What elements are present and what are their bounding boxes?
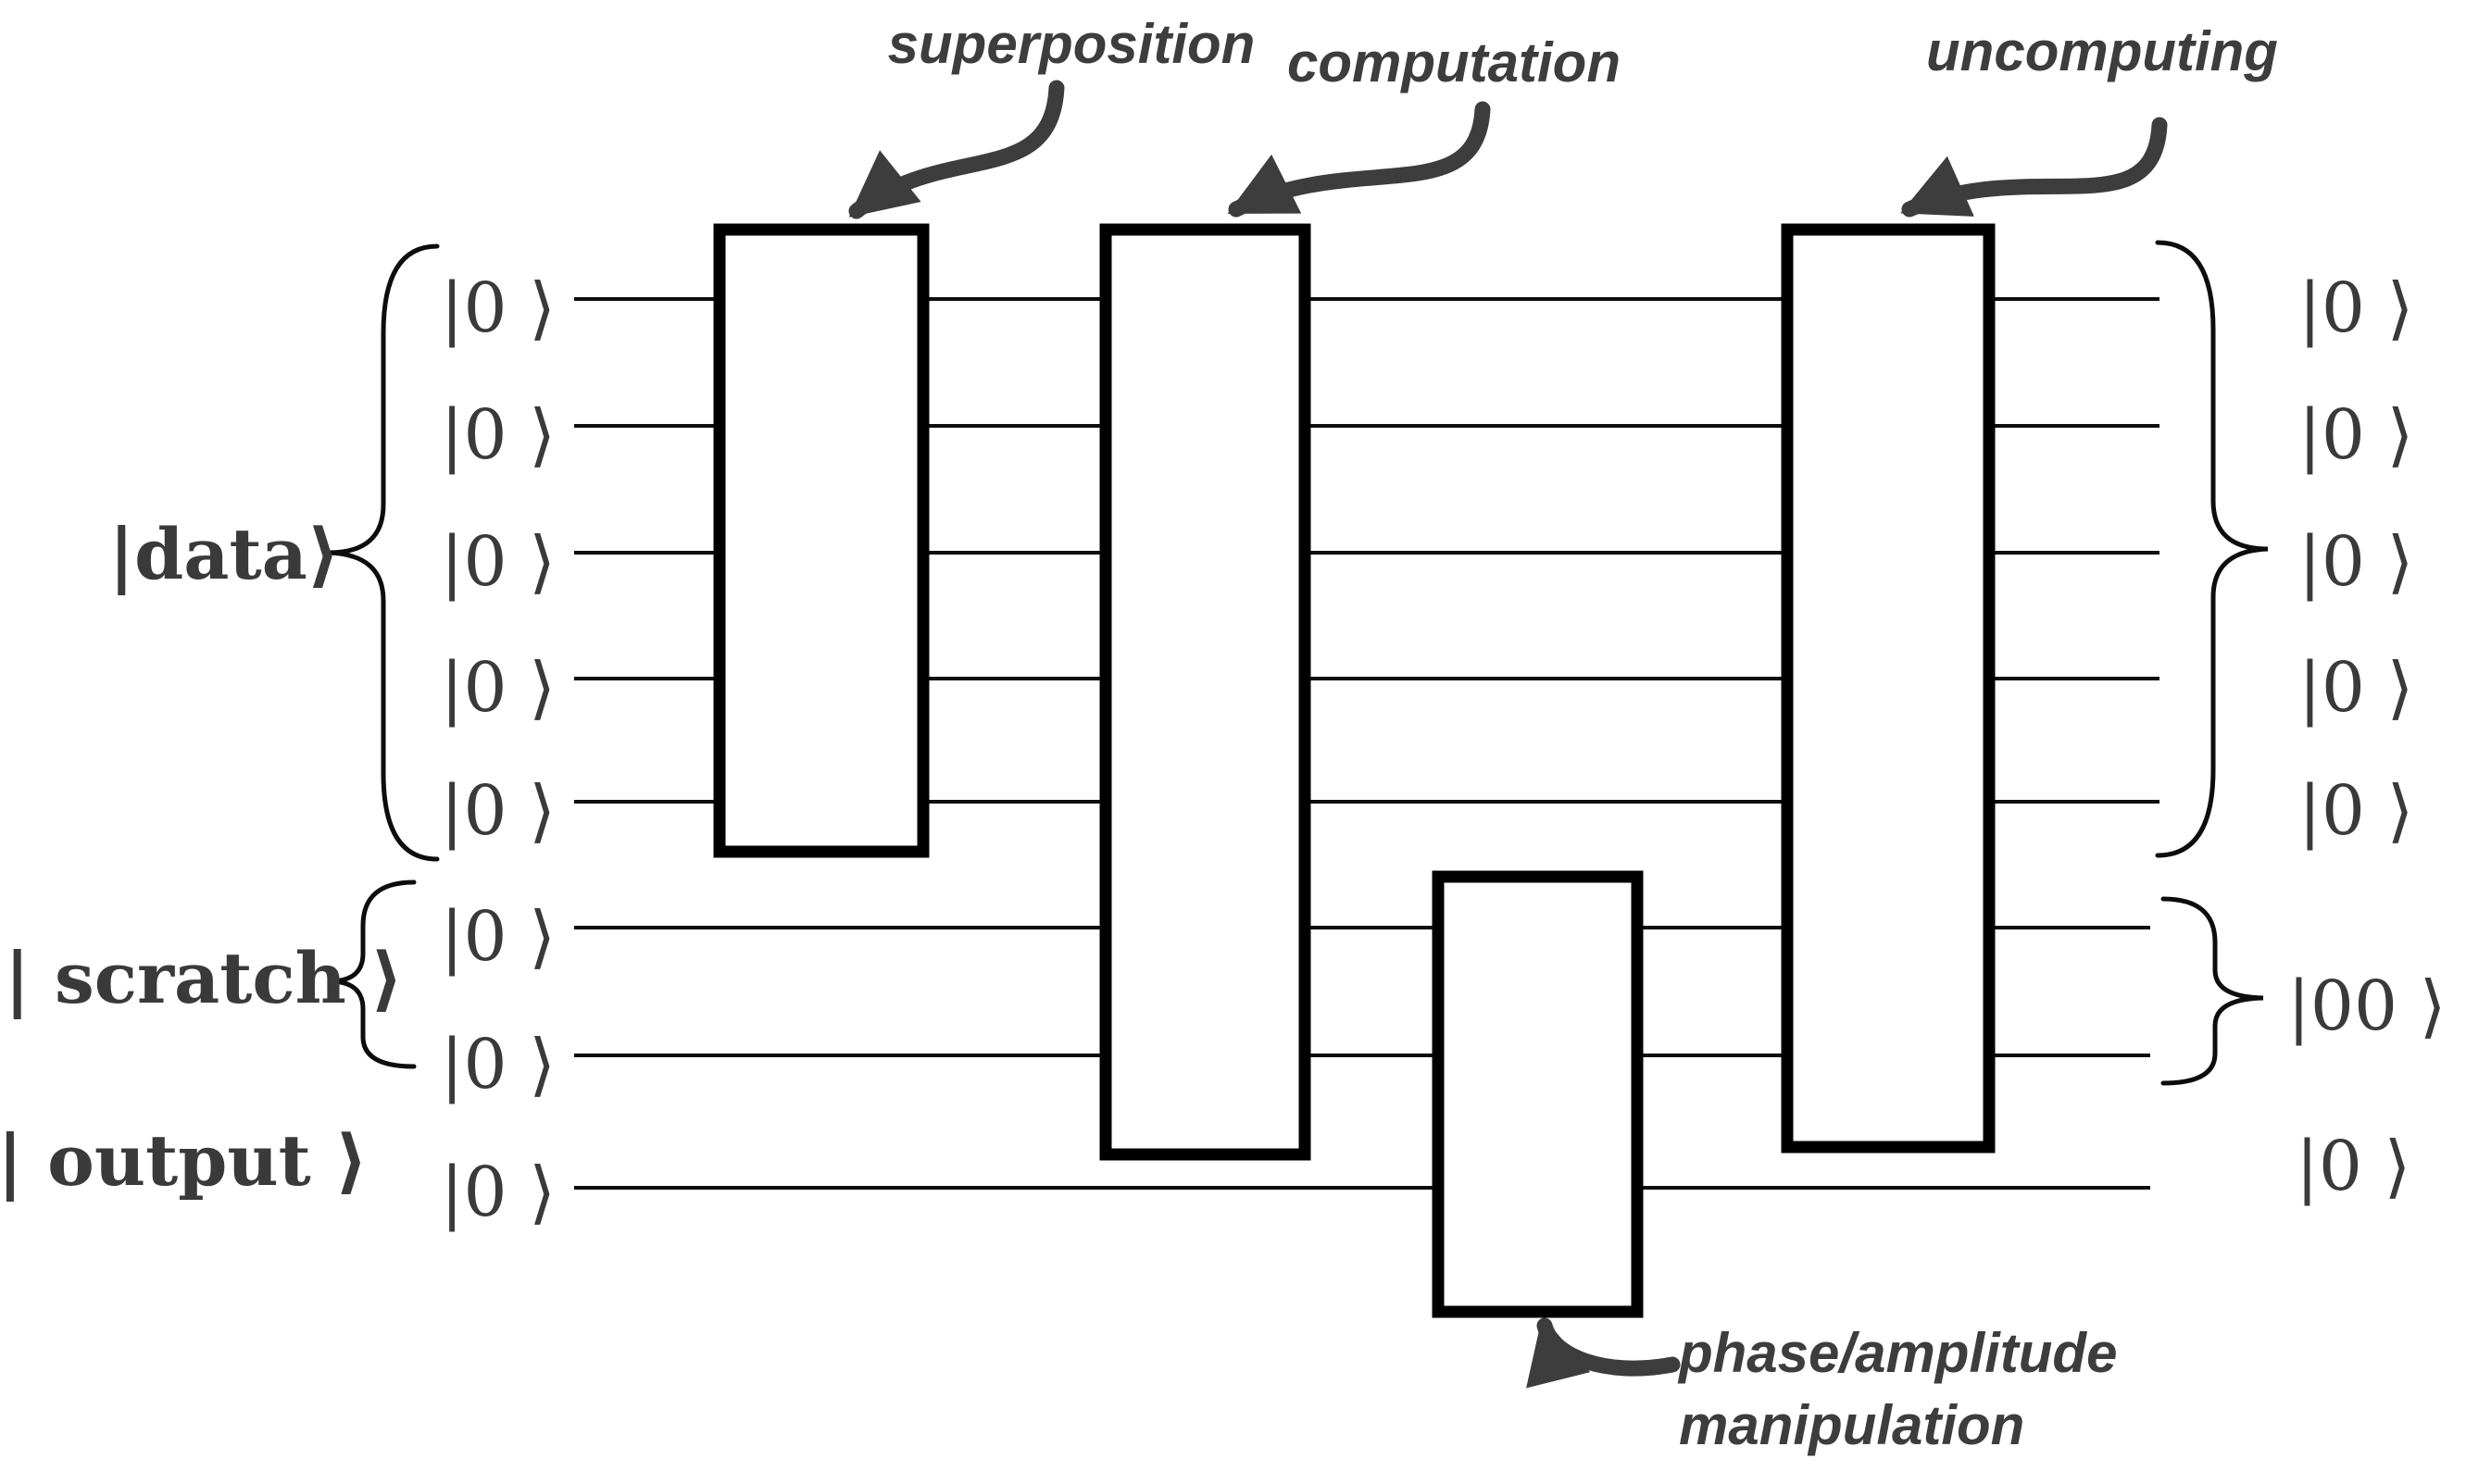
scratch-qubit-1-input-ket: |0 ⟩: [441, 897, 556, 977]
output-qubit-input-ket: |0 ⟩: [441, 1153, 556, 1232]
data-qubit-2-final-ket: |0 ⟩: [2298, 395, 2413, 475]
data-qubit-3-input-ket: |0 ⟩: [441, 522, 556, 602]
output-register-label: | output ⟩: [0, 1119, 368, 1203]
data-qubit-5-input-ket: |0 ⟩: [441, 771, 556, 851]
annotation-arrows: [848, 80, 2168, 1389]
data-register-brace-left: [328, 243, 440, 862]
computation-gate-box: [1099, 223, 1311, 1161]
input-kets: |0 ⟩ |0 ⟩ |0 ⟩ |0 ⟩ |0 ⟩ |0 ⟩ |0 ⟩ |0 ⟩: [441, 268, 556, 1232]
data-register-label: |data⟩: [108, 513, 339, 596]
superposition-arrow: [848, 80, 1065, 219]
superposition-annotation-label: superposition: [888, 13, 1256, 75]
register-braces: [328, 240, 2269, 1086]
final-kets: |0 ⟩ |0 ⟩ |0 ⟩ |0 ⟩ |0 ⟩ |00 ⟩ |0 ⟩: [2287, 268, 2447, 1206]
phase-amplitude-annotation-line1: phase/amplitude: [1677, 1322, 2117, 1384]
phase-amplitude-gate-box: [1432, 870, 1644, 1318]
data-qubit-4-final-ket: |0 ⟩: [2298, 648, 2413, 728]
phase-amplitude-annotation-line2: manipulation: [1679, 1394, 2024, 1456]
data-qubit-3-final-ket: |0 ⟩: [2298, 522, 2413, 602]
uncomputing-arrow: [1900, 117, 2168, 218]
scratch-qubit-2-input-ket: |0 ⟩: [441, 1025, 556, 1104]
superposition-gate-box: [713, 223, 930, 858]
data-qubit-1-final-ket: |0 ⟩: [2298, 268, 2413, 348]
phase-amplitude-arrow: [1526, 1316, 1681, 1389]
uncomputing-gate-box: [1781, 223, 1996, 1154]
computation-arrow: [1227, 101, 1491, 218]
scratch-register-label: | scratch ⟩: [5, 937, 403, 1020]
data-register-brace-right: [2155, 240, 2269, 858]
data-qubit-5-final-ket: |0 ⟩: [2298, 771, 2413, 851]
scratch-register-final-ket: |00 ⟩: [2287, 966, 2447, 1046]
computation-annotation-label: computation: [1287, 31, 1621, 94]
data-qubit-2-input-ket: |0 ⟩: [441, 395, 556, 475]
scratch-register-brace-right: [2160, 896, 2264, 1086]
scratch-register-brace-left: [331, 879, 417, 1069]
uncomputing-annotation-label: uncomputing: [1926, 20, 2278, 82]
gate-boxes: [713, 223, 1996, 1318]
data-qubit-4-input-ket: |0 ⟩: [441, 648, 556, 728]
output-qubit-final-ket: |0 ⟩: [2296, 1127, 2410, 1206]
data-qubit-1-input-ket: |0 ⟩: [441, 268, 556, 348]
